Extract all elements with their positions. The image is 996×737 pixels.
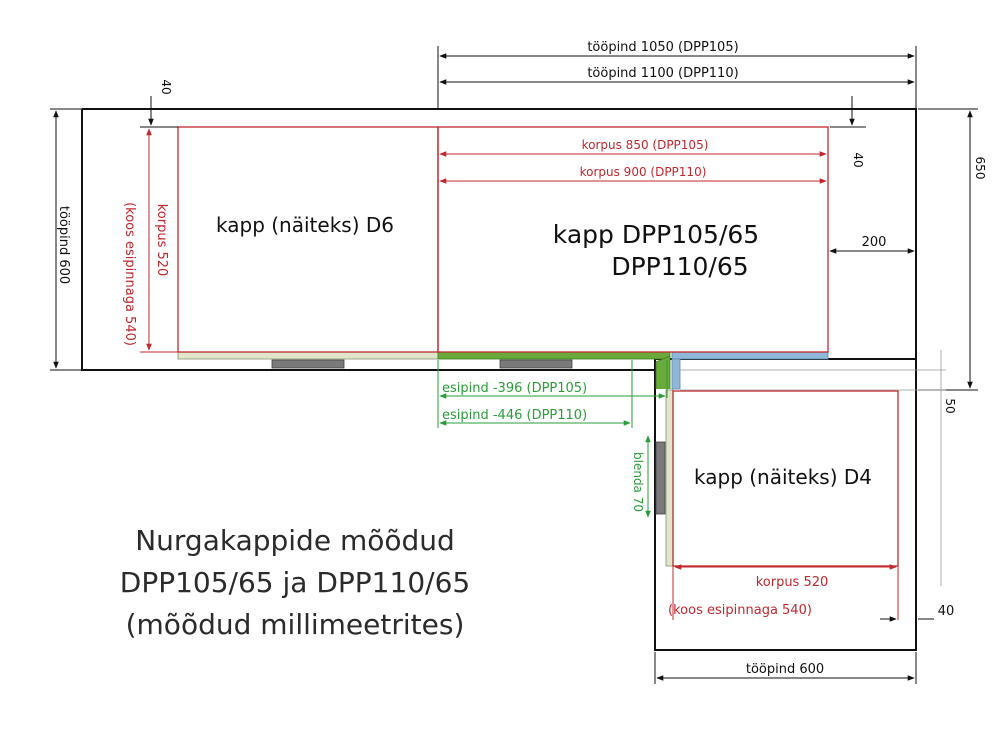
front-main-green xyxy=(437,351,671,360)
dim-40-right-text: 40 xyxy=(851,152,865,167)
dim-40-bottom-text: 40 xyxy=(938,604,955,619)
blenda-blue xyxy=(671,358,681,390)
dim-esipind-396-text: esipind -396 (DPP105) xyxy=(442,381,587,396)
black-dimension-lines xyxy=(50,46,978,684)
dim-korpus-900-text: korpus 900 (DPP110) xyxy=(580,165,707,179)
front-d6 xyxy=(177,351,439,360)
cabinet-main-box xyxy=(437,126,829,353)
title-line3: (mõõdud millimeetrites) xyxy=(126,608,465,641)
dim-40-top-text: 40 xyxy=(159,79,173,94)
dim-50-text: 50 xyxy=(943,398,957,413)
cabinet-carcasses xyxy=(177,126,899,567)
handle-d6 xyxy=(271,359,345,369)
cabinet-d6-box xyxy=(177,126,439,353)
dim-korpus-520-text: korpus 520 xyxy=(154,204,169,277)
dim-1100-text: tööpind 1100 (DPP110) xyxy=(587,66,738,81)
dim-600-left-text: tööpind 600 xyxy=(56,206,71,284)
cabinet-main-label-line1: kapp DPP105/65 xyxy=(553,220,759,249)
dim-200-text: 200 xyxy=(862,235,887,250)
dim-650-text: 650 xyxy=(973,157,987,180)
dim-1050-text: tööpind 1050 (DPP105) xyxy=(587,40,738,55)
cabinet-d4-label: kapp (näiteks) D4 xyxy=(694,465,872,489)
front-d4 xyxy=(665,389,674,567)
corner-blenda-green xyxy=(655,355,671,389)
dim-esipind-446-text: esipind -446 (DPP110) xyxy=(442,408,587,423)
front-main-blue xyxy=(671,351,829,360)
dim-blenda-70-text: blenda 70 xyxy=(631,452,645,512)
front-panels xyxy=(177,351,829,567)
title-line1: Nurgakappide mõõdud xyxy=(135,524,455,557)
green-dimension-lines xyxy=(437,360,668,518)
handle-d4 xyxy=(655,441,666,515)
dim-koos-540-bottom-text: (koos esipinnaga 540) xyxy=(668,603,812,618)
cabinet-main-label-line2: DPP110/65 xyxy=(611,252,748,281)
dim-korpus-520-bottom-text: korpus 520 xyxy=(756,575,829,590)
handle-main xyxy=(499,359,573,369)
dim-600-bottom-text: tööpind 600 xyxy=(746,662,824,677)
dim-korpus-850-text: korpus 850 (DPP105) xyxy=(582,138,709,152)
cabinet-d6-label: kapp (näiteks) D6 xyxy=(216,213,394,237)
red-dimension-lines xyxy=(140,128,899,620)
dim-koos-540-text: (koos esipinnaga 540) xyxy=(122,202,137,346)
title-line2: DPP105/65 ja DPP110/65 xyxy=(120,566,470,599)
